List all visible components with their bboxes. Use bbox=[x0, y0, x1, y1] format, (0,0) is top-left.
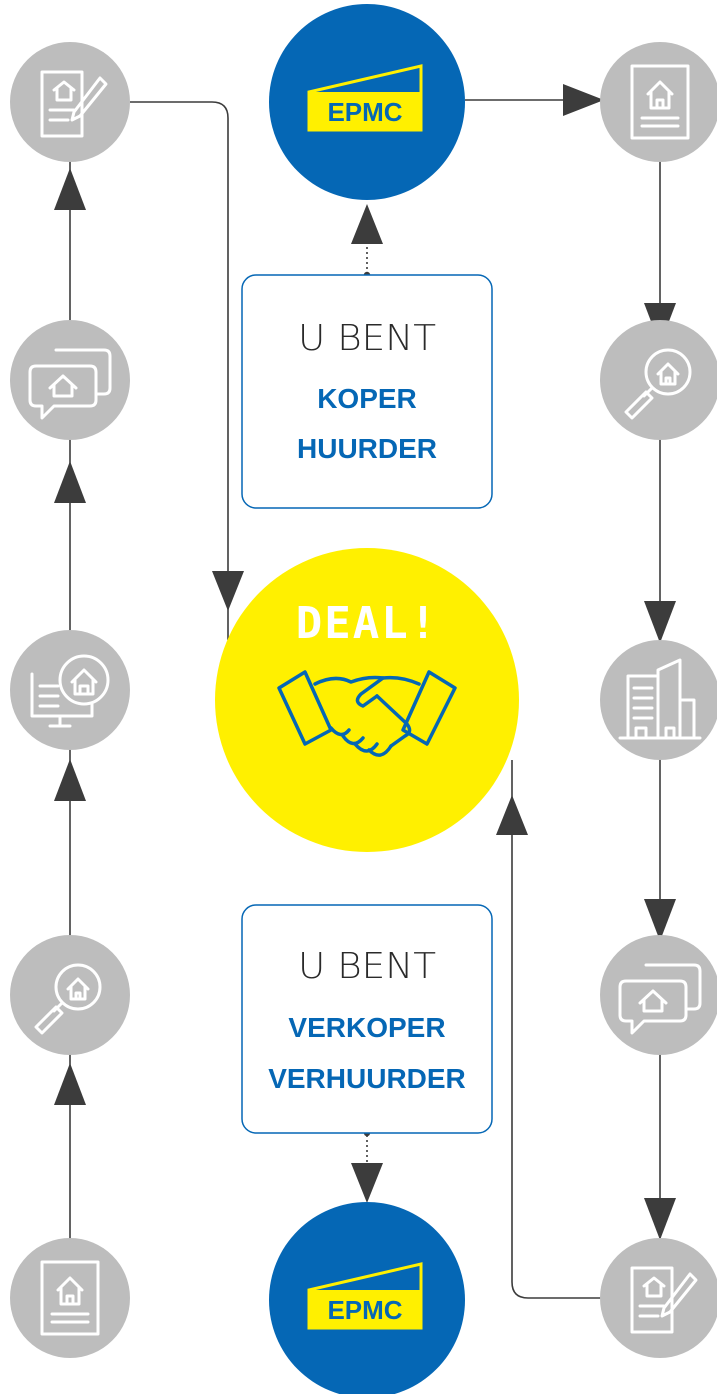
contract-signing-icon bbox=[630, 1266, 698, 1334]
epmc-bottom-node[interactable]: EPMC bbox=[269, 1202, 465, 1394]
buildings-icon bbox=[618, 658, 702, 740]
house-search-icon bbox=[34, 963, 102, 1035]
arrow-up bbox=[351, 204, 383, 244]
left-node-chat[interactable] bbox=[10, 320, 130, 440]
left-node-search[interactable] bbox=[10, 935, 130, 1055]
right-column bbox=[600, 42, 717, 1358]
arrow-down bbox=[351, 1163, 383, 1203]
seller-box-line2: VERHUURDER bbox=[268, 1063, 466, 1094]
buyer-box-line1: KOPER bbox=[317, 383, 417, 414]
seller-box: U BENT VERKOPER VERHUURDER bbox=[241, 904, 493, 1134]
buyer-box-line2: HUURDER bbox=[297, 433, 437, 464]
arrow-up bbox=[496, 795, 528, 835]
top-left-to-deal-line bbox=[130, 101, 229, 640]
epmc-logo-text: EPMC bbox=[327, 97, 402, 127]
house-search-icon bbox=[624, 348, 692, 420]
chat-house-icon bbox=[28, 348, 112, 420]
epmc-top-node[interactable]: EPMC bbox=[269, 4, 465, 200]
house-document-icon bbox=[630, 64, 690, 140]
arrow-up bbox=[54, 1063, 86, 1105]
right-node-search[interactable] bbox=[600, 320, 717, 440]
chat-house-icon bbox=[618, 963, 702, 1035]
right-node-buildings[interactable] bbox=[600, 640, 717, 760]
house-document-icon bbox=[40, 1260, 100, 1336]
right-node-chat[interactable] bbox=[600, 935, 717, 1055]
arrow-down bbox=[644, 1198, 676, 1240]
online-listing-icon bbox=[30, 654, 110, 728]
deal-title: DEAL! bbox=[296, 598, 438, 649]
left-node-online[interactable] bbox=[10, 630, 130, 750]
arrow-down bbox=[644, 601, 676, 643]
right-node-contract[interactable] bbox=[600, 1238, 717, 1358]
left-node-document[interactable] bbox=[10, 1238, 130, 1358]
arrow-down bbox=[644, 899, 676, 941]
epmc-logo-text: EPMC bbox=[327, 1295, 402, 1325]
left-node-contract[interactable] bbox=[10, 42, 130, 162]
buyer-box-prefix: U BENT bbox=[298, 318, 436, 359]
arrow-up bbox=[54, 168, 86, 210]
right-node-document[interactable] bbox=[600, 42, 717, 162]
seller-box-line1: VERKOPER bbox=[288, 1012, 445, 1043]
arrow-down bbox=[212, 571, 244, 611]
handshake-icon bbox=[277, 670, 457, 757]
arrow-up bbox=[54, 461, 86, 503]
arrow-right bbox=[563, 84, 604, 116]
seller-box-prefix: U BENT bbox=[298, 946, 436, 987]
buyer-box: U BENT KOPER HUURDER bbox=[241, 274, 493, 509]
left-column bbox=[10, 42, 130, 1358]
bottom-right-to-deal-line bbox=[511, 760, 605, 1299]
deal-node[interactable]: DEAL! bbox=[215, 548, 519, 852]
arrow-up bbox=[54, 759, 86, 801]
contract-signing-icon bbox=[40, 70, 108, 138]
